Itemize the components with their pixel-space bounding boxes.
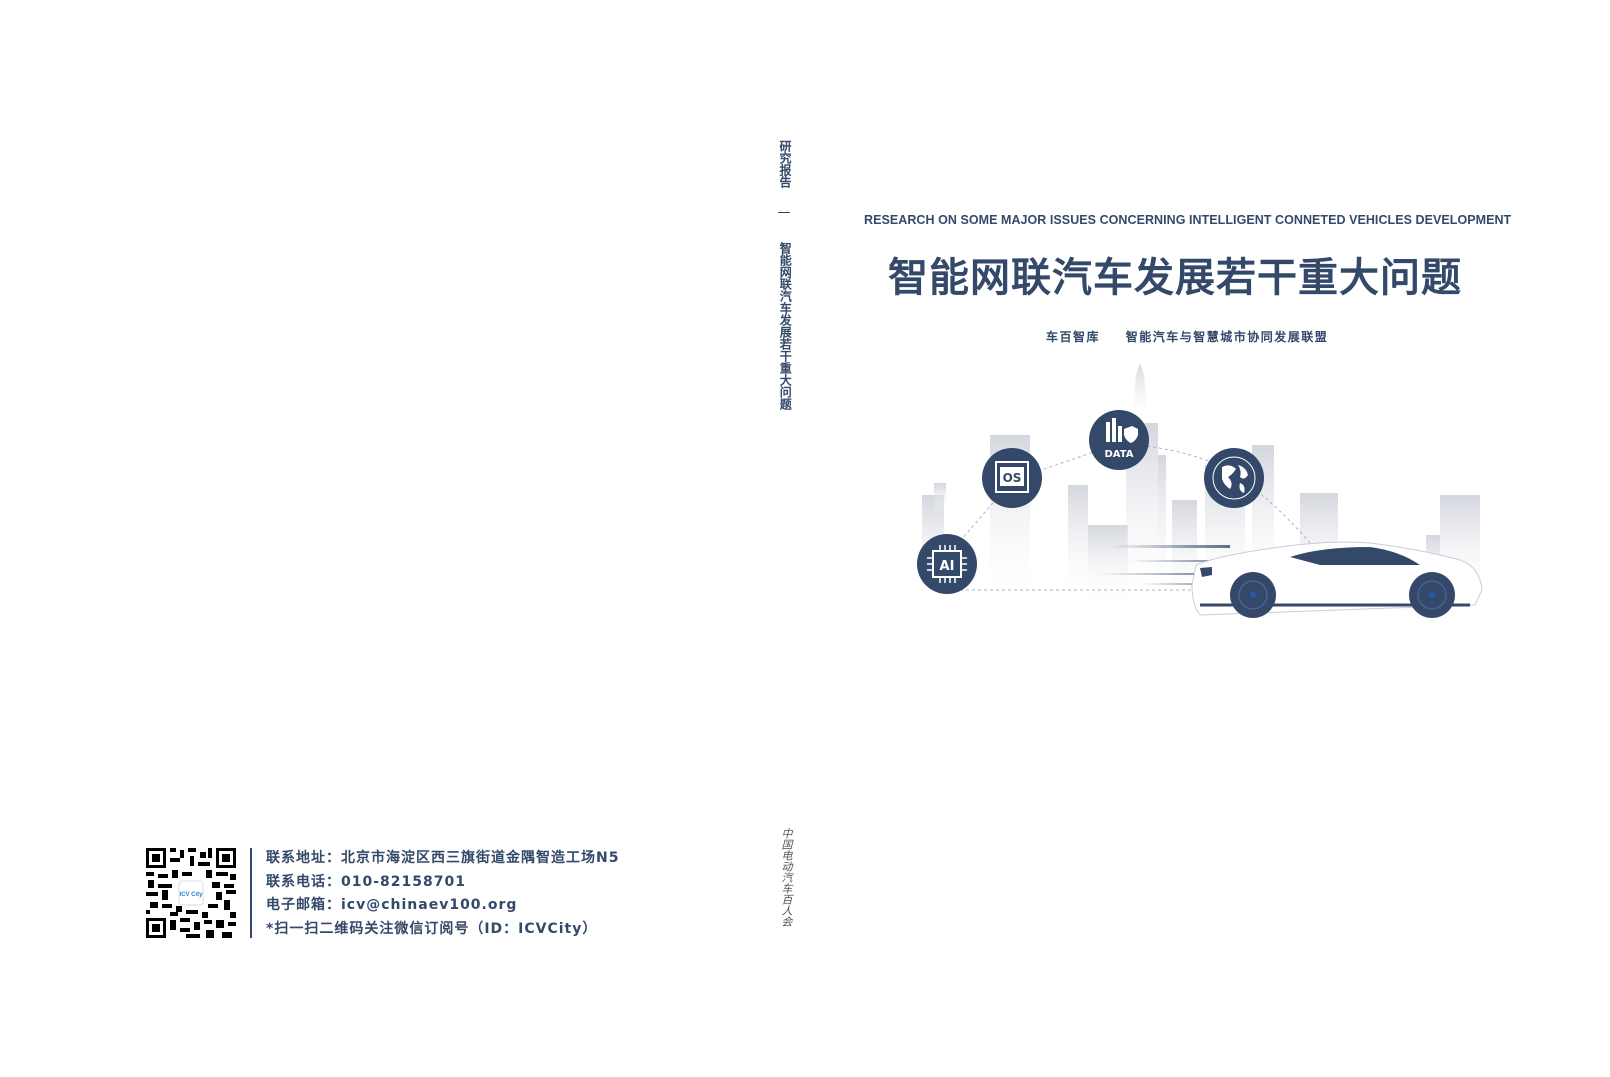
contact-divider [250, 848, 252, 938]
spine-logo-text: 中国电动汽车百人会 [780, 828, 793, 927]
wechat-note: *扫一扫二维码关注微信订阅号（ID：ICVCity） [266, 920, 598, 937]
city-car-illustration: AI OS DATA [900, 355, 1500, 635]
spine-title: 智能网联汽车发展若干重大问题 [778, 242, 792, 413]
sports-car [1100, 541, 1483, 622]
globe-icon [1204, 448, 1264, 508]
spine-publisher-logo: 中国电动汽车百人会 [778, 828, 793, 932]
os-icon: OS [982, 448, 1042, 508]
publisher-1: 车百智库 [1046, 330, 1101, 344]
ai-chip-icon: AI [917, 534, 977, 594]
data-icon: DATA [1089, 410, 1149, 470]
contact-email: 电子邮箱：icv@chinaev100.org [266, 897, 518, 913]
contact-phone: 联系电话：010-82158701 [266, 873, 466, 890]
qr-code[interactable]: ICV City [146, 848, 236, 938]
spine-top-label: 研究报告 [778, 140, 792, 191]
publisher-2: 智能汽车与智慧城市协同发展联盟 [1125, 330, 1329, 344]
spine-top-label-text: 研究报告 [778, 140, 792, 188]
contact-info: 联系地址：北京市海淀区西三旗街道金隅智造工场N5 联系电话：010-821587… [266, 847, 619, 941]
english-title: RESEARCH ON SOME MAJOR ISSUES CONCERNING… [864, 213, 1512, 227]
email-link[interactable]: icv@chinaev100.org [341, 897, 518, 913]
svg-text:OS: OS [1003, 471, 1022, 485]
spine-title-text: 智能网联汽车发展若干重大问题 [778, 242, 793, 410]
contact-address: 联系地址：北京市海淀区西三旗街道金隅智造工场N5 [266, 850, 620, 866]
spine-separator [778, 212, 790, 213]
svg-text:DATA: DATA [1104, 449, 1133, 460]
chinese-title: 智能网联汽车发展若干重大问题 [888, 255, 1462, 301]
speed-lines [1100, 545, 1240, 585]
publishers: 车百智库 智能汽车与智慧城市协同发展联盟 [1046, 328, 1328, 345]
svg-text:AI: AI [940, 559, 955, 574]
icv-city-logo: ICV City [179, 892, 203, 898]
